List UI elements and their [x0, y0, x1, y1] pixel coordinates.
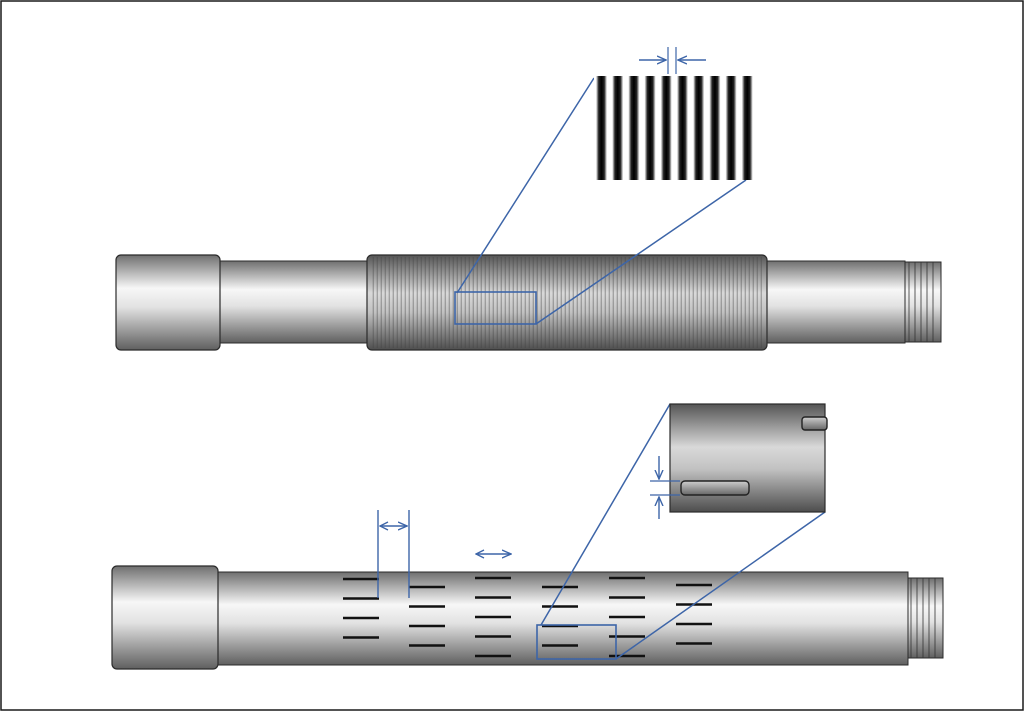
- wire-strand: [628, 76, 640, 180]
- box-coupling-top: [115, 254, 221, 351]
- wire-detail-marker: [454, 291, 537, 325]
- box-coupling-bottom: [111, 565, 219, 670]
- slot-pitch-dimension: [377, 510, 410, 598]
- slot-pattern: [343, 576, 712, 658]
- pin-thread-bottom: [904, 577, 944, 659]
- wire-callout-line-right: [535, 179, 747, 325]
- wire-strand: [644, 76, 656, 180]
- wire-strand: [596, 76, 607, 180]
- wire-strand: [709, 76, 721, 180]
- slot-detail-marker: [536, 624, 617, 660]
- wire-gap-dimension: [639, 47, 706, 74]
- wire-spacing-detail: [594, 76, 753, 180]
- wire-strand: [693, 76, 705, 180]
- slot-width-dimension: [650, 456, 680, 519]
- wire-strand: [725, 76, 737, 180]
- wire-strand: [677, 76, 688, 180]
- wire-strand: [741, 76, 753, 180]
- pin-thread-top: [902, 261, 942, 343]
- wire-wrap-screen-assembly: [115, 47, 942, 351]
- magnified-slot: [680, 480, 750, 496]
- slot-callout-line-right: [615, 511, 826, 660]
- slot-detail: [669, 403, 828, 513]
- slot-callout-line-left: [540, 403, 671, 626]
- magnified-slot-partial: [801, 416, 828, 431]
- wire-callout-line-left: [456, 77, 595, 294]
- wire-strand: [612, 76, 624, 180]
- wire-strand: [660, 76, 672, 180]
- slotted-liner-assembly: [111, 403, 944, 670]
